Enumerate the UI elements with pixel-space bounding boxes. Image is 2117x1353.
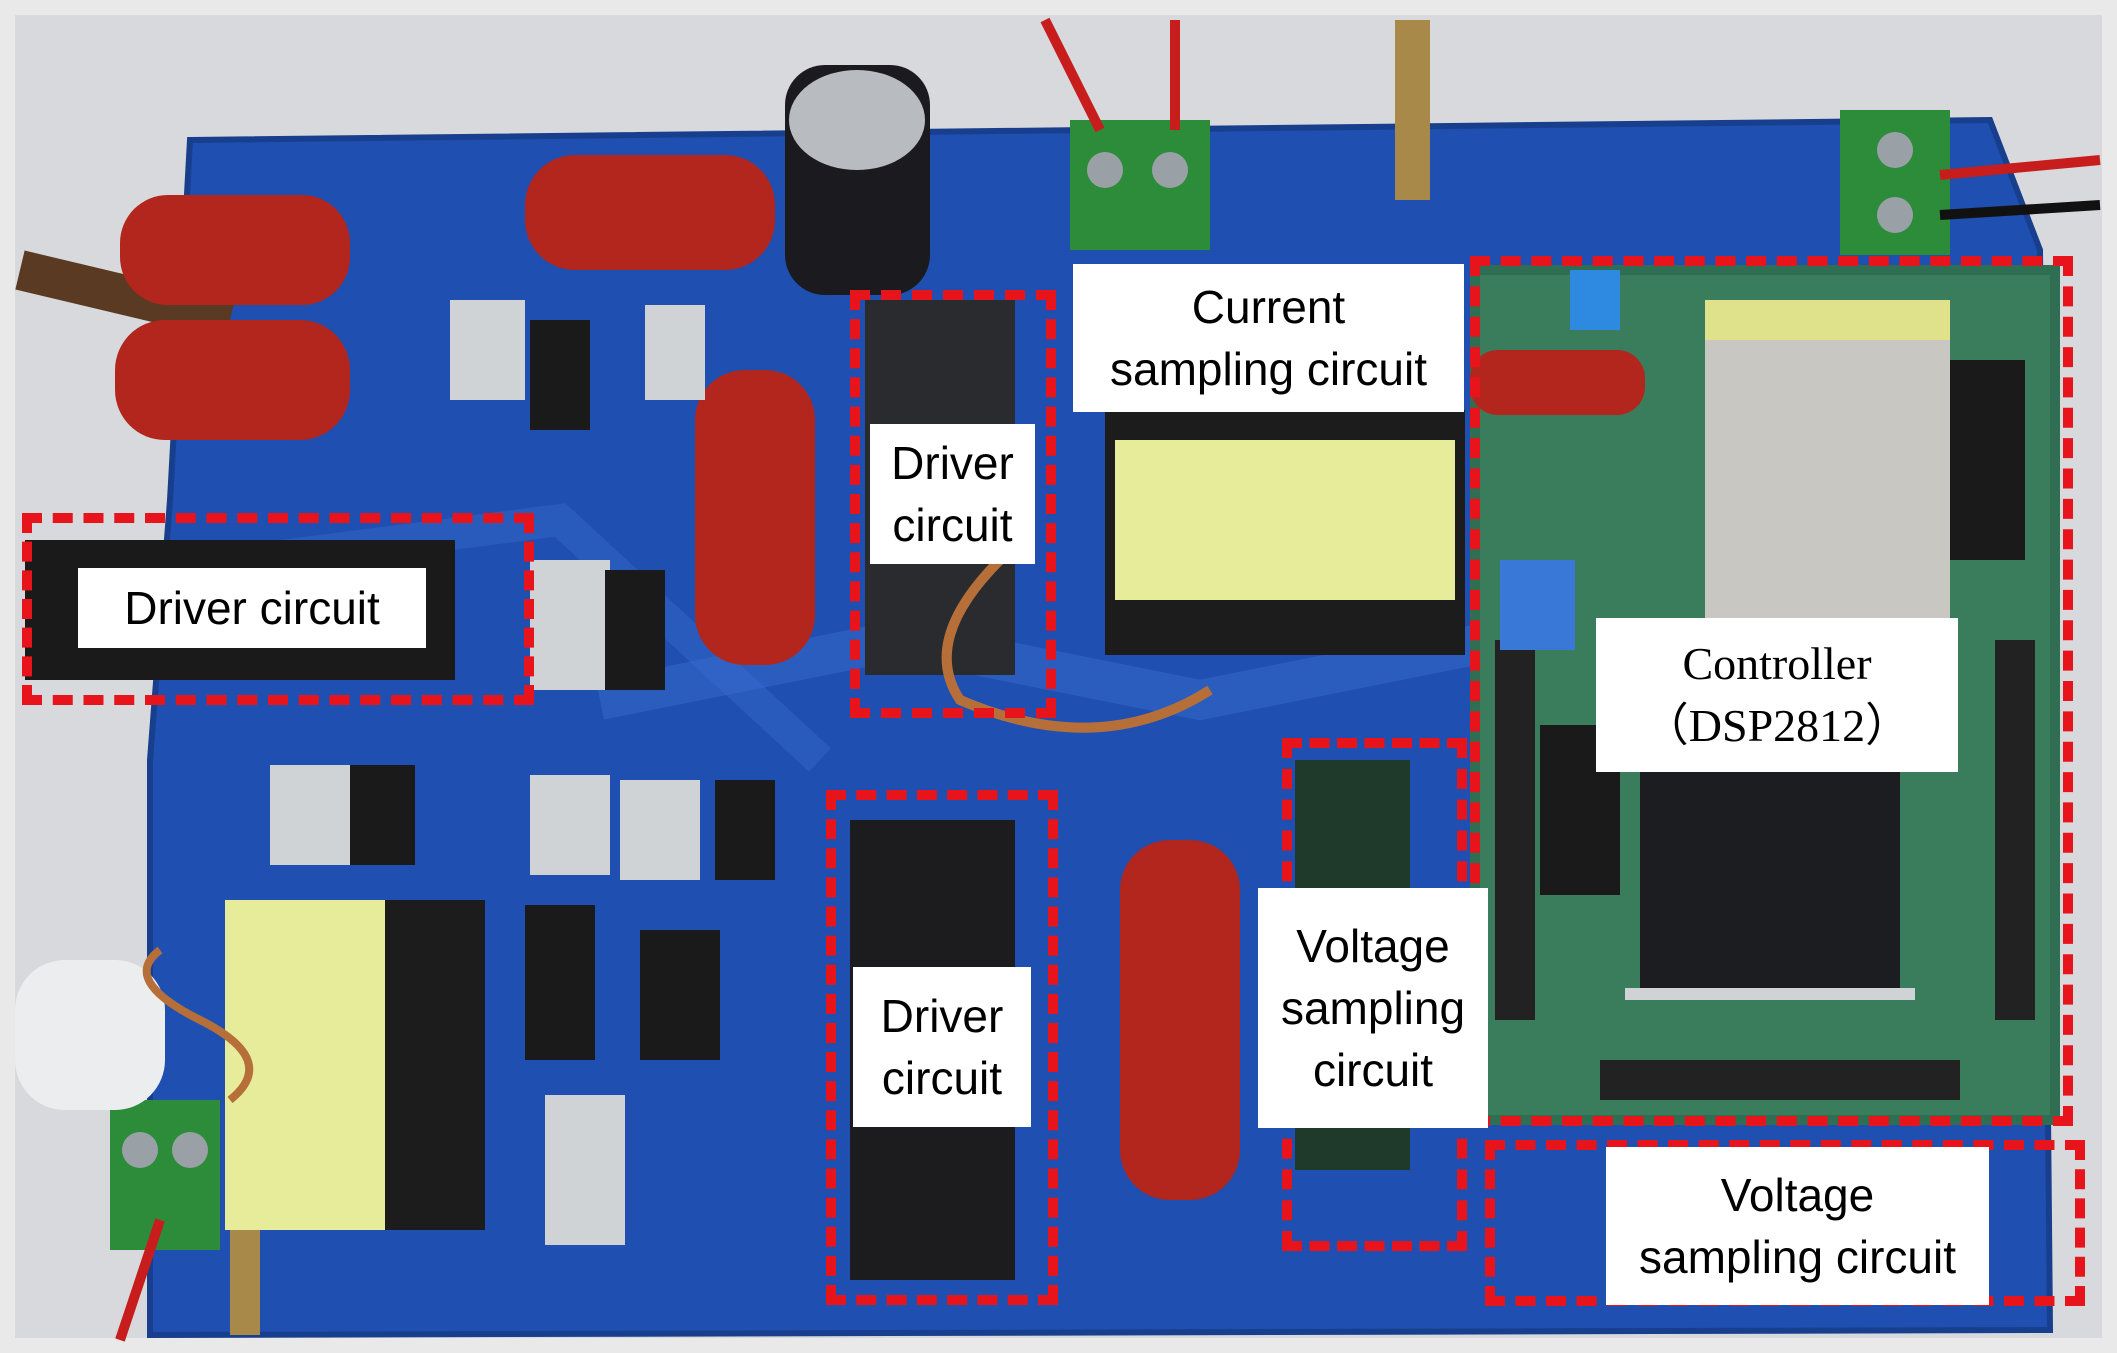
label-voltage-sampling-circuit-bottom: Voltage sampling circuit bbox=[1606, 1147, 1989, 1305]
label-current-sampling-circuit: Current sampling circuit bbox=[1073, 264, 1464, 412]
label-controller-dsp2812: Controller （DSP2812） bbox=[1596, 618, 1958, 772]
label-voltage-sampling-circuit-middle: Voltage sampling circuit bbox=[1258, 888, 1488, 1128]
label-driver-circuit-lower: Driver circuit bbox=[853, 967, 1031, 1127]
label-driver-circuit-upper: Driver circuit bbox=[870, 424, 1035, 564]
label-driver-circuit-left: Driver circuit bbox=[78, 568, 426, 648]
